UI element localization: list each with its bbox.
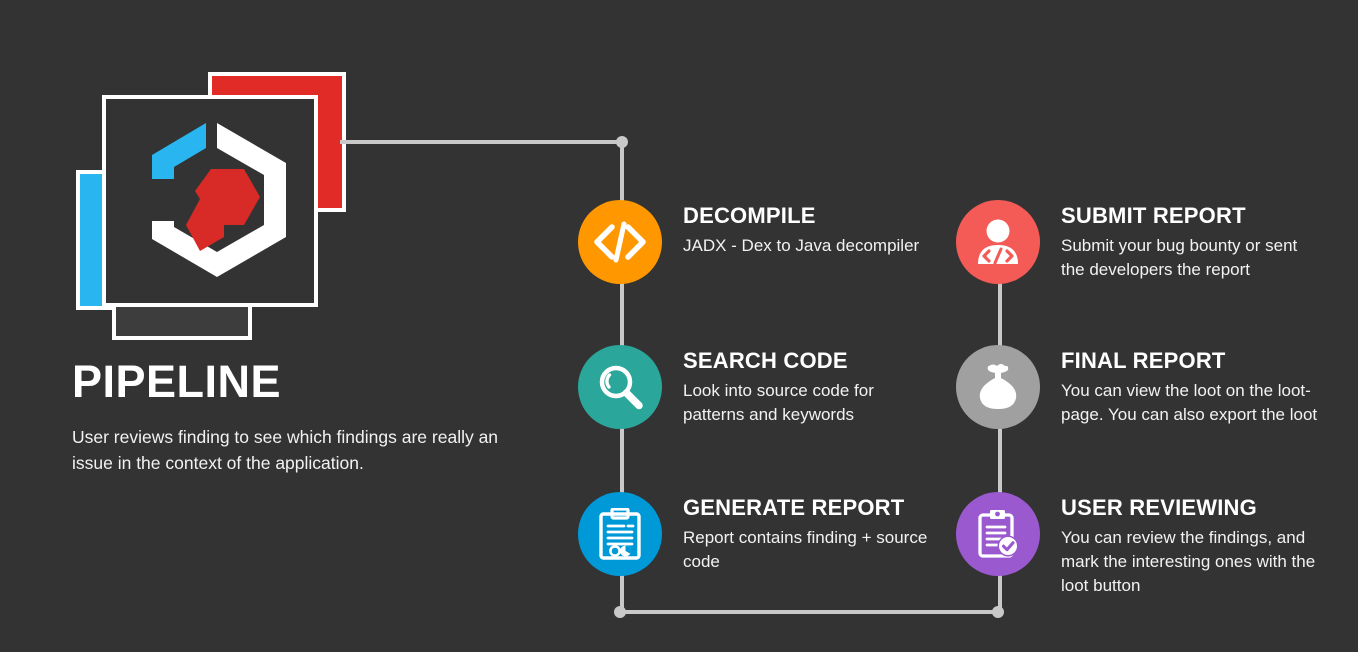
developer-person-icon (978, 219, 1018, 265)
submit-report-bullet (956, 200, 1040, 284)
loot-bag-icon (979, 364, 1017, 409)
user-reviewing-bullet (956, 492, 1040, 576)
final-report-title: FINAL REPORT (1061, 348, 1226, 373)
generate-report-title: GENERATE REPORT (683, 495, 905, 520)
logo-stack (72, 65, 352, 340)
decompile-bullet (578, 200, 662, 284)
hexagon-emblem-icon (152, 123, 286, 277)
connector-dot-bottom-left (614, 606, 626, 618)
clipboard-check-icon (978, 510, 1019, 558)
connector-dot-bottom-right (992, 606, 1004, 618)
search-code-bullet (578, 345, 662, 429)
user-reviewing-description: You can review the findings, and mark th… (1061, 527, 1316, 595)
user-reviewing-text: USER REVIEWING You can review the findin… (1061, 492, 1319, 598)
decompile-text: DECOMPILE JADX - Dex to Java decompiler (683, 200, 919, 258)
magnifier-icon (599, 365, 643, 410)
final-report-bullet (956, 345, 1040, 429)
connector-right-spine (998, 260, 1002, 612)
code-brackets-icon (594, 221, 646, 263)
connector-bottom (620, 610, 1000, 614)
pipeline-step-decompile[interactable]: DECOMPILE JADX - Dex to Java decompiler (578, 200, 919, 284)
decompile-description: JADX - Dex to Java decompiler (683, 235, 920, 255)
brand-block: PIPELINE User reviews finding to see whi… (72, 65, 542, 476)
pipeline-step-user-reviewing[interactable]: USER REVIEWING You can review the findin… (956, 492, 1319, 598)
decompile-title: DECOMPILE (683, 203, 816, 228)
search-code-title: SEARCH CODE (683, 348, 848, 373)
brand-description: User reviews finding to see which findin… (72, 427, 499, 473)
pipeline-step-submit-report[interactable]: SUBMIT REPORT Submit your bug bounty or … (956, 200, 1319, 284)
clipboard-report-icon (599, 508, 641, 560)
page-title: PIPELINE (72, 356, 282, 407)
connector-logo-to-top (340, 140, 626, 144)
final-report-description: You can view the loot on the loot-page. … (1061, 380, 1318, 424)
search-code-text: SEARCH CODE Look into source code for pa… (683, 345, 935, 427)
submit-report-title: SUBMIT REPORT (1061, 203, 1246, 228)
final-report-text: FINAL REPORT You can view the loot on th… (1061, 345, 1319, 427)
search-code-description: Look into source code for patterns and k… (683, 380, 874, 424)
pipeline-step-final-report[interactable]: FINAL REPORT You can view the loot on th… (956, 345, 1319, 429)
generate-report-description: Report contains finding + source code (683, 527, 928, 571)
user-reviewing-title: USER REVIEWING (1061, 495, 1257, 520)
pipeline-step-generate-report[interactable]: GENERATE REPORT Report contains finding … (578, 492, 935, 576)
generate-report-text: GENERATE REPORT Report contains finding … (683, 492, 935, 574)
submit-report-text: SUBMIT REPORT Submit your bug bounty or … (1061, 200, 1319, 282)
generate-report-bullet (578, 492, 662, 576)
submit-report-description: Submit your bug bounty or sent the devel… (1061, 235, 1298, 279)
pipeline-step-search-code[interactable]: SEARCH CODE Look into source code for pa… (578, 345, 935, 429)
